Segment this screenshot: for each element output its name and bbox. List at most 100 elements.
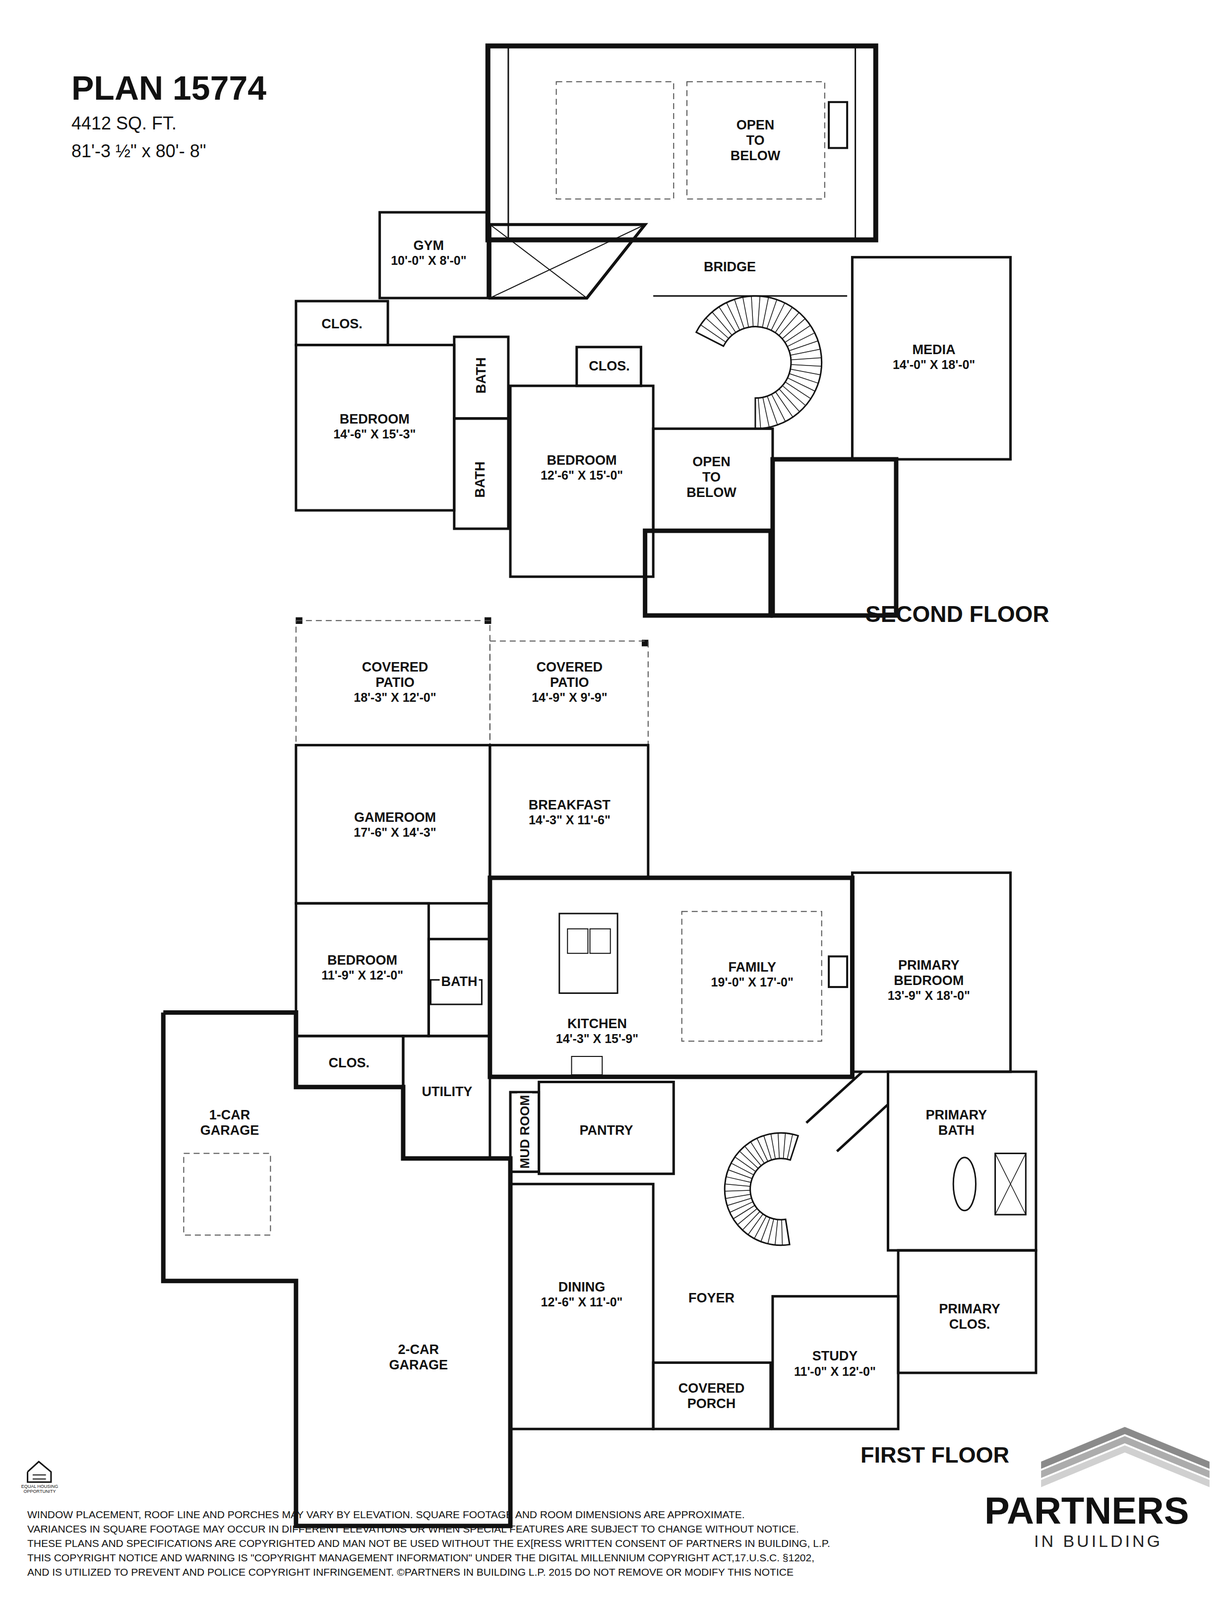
overall-dimensions: 81'-3 ½" x 80'- 8" (71, 140, 206, 162)
room-label: KITCHEN14'-3" X 15'-9" (554, 1016, 640, 1046)
room-label: 1-CAR GARAGE (189, 1107, 270, 1139)
room-wall (403, 1036, 491, 1159)
room-name: COVERED PORCH (671, 1380, 751, 1412)
ceiling-outline (681, 911, 822, 1042)
stair-tread (734, 299, 744, 329)
stair-tread (785, 381, 811, 399)
room-dimensions: 12'-6" X 15'-0" (539, 468, 625, 483)
room-name: PRIMARY CLOS. (929, 1301, 1010, 1333)
stair-tread (756, 1138, 768, 1162)
room-wall (454, 336, 509, 419)
room: BEDROOM11'-9" X 12'-0" (296, 903, 430, 1037)
room-label: COVERED PORCH (671, 1380, 751, 1412)
stair-tread (760, 1217, 770, 1242)
logo-roof (1041, 1445, 1210, 1487)
room-label: UTILITY (420, 1084, 474, 1101)
room-wall (653, 428, 773, 531)
stair-tread (700, 324, 727, 343)
stair-tread (735, 1157, 756, 1172)
fireplace (828, 102, 848, 149)
stair-tread (782, 385, 806, 406)
room-dimensions: 14'-3" X 11'-6" (527, 812, 613, 828)
room: BREAKFAST14'-3" X 11'-6" (490, 744, 649, 878)
stair-tread (757, 296, 760, 327)
logo-text: EQUAL HOUSING OPPORTUNITY (19, 1483, 60, 1495)
stair-tread (731, 1163, 754, 1175)
floor-heading: SECOND FLOOR (865, 601, 1050, 628)
room-label: GYM10'-0" X 8'-0" (389, 238, 468, 268)
room: KITCHEN14'-3" X 15'-9" (490, 877, 664, 1077)
room: BRIDGE (612, 241, 848, 295)
room: PRIMARY CLOS. (898, 1250, 1037, 1373)
floor-heading: FIRST FLOOR (860, 1442, 1010, 1469)
room-label: BATH (474, 356, 490, 396)
room-name: BEDROOM (331, 411, 418, 428)
room: MEDIA14'-0" X 18'-0" (852, 257, 1011, 460)
plan-drawing (27, 46, 1210, 1527)
room-name: GYM (389, 238, 468, 254)
room: COVERED PATIO18'-3" X 12'-0" (296, 620, 491, 745)
room-label: GAMEROOM17'-6" X 14'-3" (352, 809, 438, 840)
room-wall (296, 345, 455, 511)
room-name: CLOS. (327, 1055, 372, 1072)
room-dimensions: 19'-0" X 17'-0" (709, 975, 796, 990)
room-wall (296, 301, 388, 345)
ceiling-outline (686, 81, 825, 200)
square-footage: 4412 SQ. FT. (71, 113, 177, 134)
room-label: BEDROOM12'-6" X 15'-0" (539, 452, 625, 483)
room-wall (296, 1036, 404, 1088)
room-name: BATH (439, 974, 480, 990)
room-label: 2-CAR GARAGE (378, 1342, 459, 1373)
disclaimer: VARIANCES IN SQUARE FOOTAGE MAY OCCUR IN… (27, 1523, 799, 1535)
stair-tread (726, 1176, 751, 1183)
stair-tread (696, 332, 724, 347)
stair-tread (778, 312, 799, 336)
exterior-wall (772, 459, 897, 616)
room-wall (576, 347, 642, 386)
room: CLOS. (296, 301, 388, 345)
ceiling-outline (556, 81, 675, 200)
room-name: 1-CAR GARAGE (189, 1107, 270, 1139)
wall-line (507, 46, 509, 241)
room-wall (852, 257, 1011, 460)
room: PANTRY (539, 1081, 675, 1174)
room-name: MEDIA (891, 342, 977, 358)
room-dimensions: 13'-9" X 18'-0" (886, 987, 972, 1003)
stair-tread (726, 302, 740, 331)
room-wall (539, 1081, 675, 1174)
room-name: CLOS. (587, 358, 632, 374)
room-name: FOYER (686, 1290, 737, 1306)
room-wall (454, 418, 509, 529)
room-label: CLOS. (327, 1055, 372, 1072)
stair-tread (737, 1208, 758, 1226)
stair-tread (785, 1219, 790, 1245)
room-name: BEDROOM (319, 952, 405, 969)
room: MUD ROOM (510, 1092, 540, 1172)
room: BEDROOM12'-6" X 15'-0" (510, 385, 654, 577)
room-wall (379, 212, 489, 299)
room: OPEN TO BELOW (508, 51, 856, 225)
room-name: GAMEROOM (352, 809, 438, 826)
room-outline (296, 620, 491, 745)
shower (995, 1153, 1027, 1215)
room: GYM10'-0" X 8'-0" (379, 212, 489, 299)
stair-tread (739, 1151, 759, 1169)
stair-tread (782, 318, 805, 339)
stair-tread (724, 1190, 750, 1192)
room-wall (510, 1183, 654, 1429)
wall-line (854, 46, 857, 241)
kitchen-island (559, 913, 618, 994)
room: COVERED PORCH (653, 1362, 771, 1429)
stair-tread (712, 311, 733, 336)
room-name: STUDY (792, 1349, 878, 1365)
room-label: PRIMARY BATH (916, 1107, 996, 1139)
room-dimensions: 17'-6" X 14'-3" (352, 825, 438, 840)
stair-tread (775, 1219, 778, 1245)
room-name: KITCHEN (554, 1016, 640, 1032)
stair-tread (719, 307, 737, 333)
room: COVERED PATIO14'-9" X 9'-9" (490, 640, 649, 745)
stair-tread (775, 307, 793, 333)
room-outline (490, 640, 649, 745)
stair-tread (766, 299, 777, 329)
